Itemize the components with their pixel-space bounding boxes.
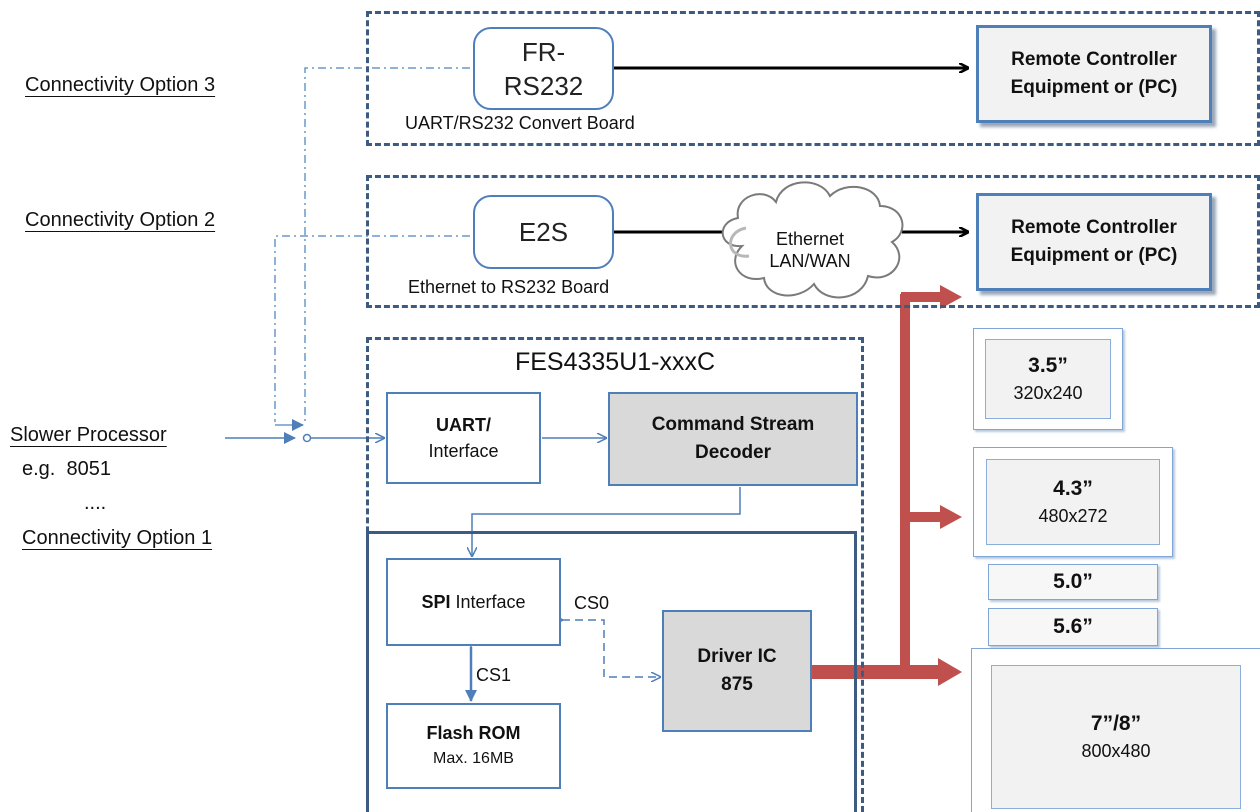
screen-3-5-res: 320x240 [1013, 383, 1083, 403]
connectivity-option-1-label: Connectivity Option 1 [22, 527, 213, 549]
driver-line2: 875 [721, 674, 753, 695]
cloud-text: Ethernet LAN/WAN [752, 228, 868, 272]
screen-5-6-panel: 5.6” [989, 609, 1157, 645]
uart-label-rest: Interface [428, 441, 499, 461]
decoder-line1: Command Stream [651, 414, 815, 435]
screen-5-0-panel: 5.0” [989, 565, 1157, 599]
e2s-board: E2S [473, 195, 614, 269]
driver-line1: Driver IC [697, 646, 777, 667]
cs0-link [562, 620, 660, 677]
screen-7-8-size: 7”/8” [1090, 712, 1142, 735]
driver-ic-box: Driver IC 875 [662, 610, 812, 732]
remote-2-line2: Equipment or (PC) [1010, 245, 1178, 266]
screen-3-5: 3.5” 320x240 [973, 328, 1123, 430]
cloud-line2: LAN/WAN [769, 251, 851, 271]
screen-5-6: 5.6” [988, 608, 1158, 646]
screen-7-8-res: 800x480 [1081, 741, 1151, 761]
fr-rs232-caption: UART/RS232 Convert Board [405, 113, 635, 133]
fr-rs232-line2: RS232 [503, 70, 584, 101]
ethernet-cloud-icon [721, 181, 904, 299]
option2-link [274, 235, 470, 422]
option3-link [304, 67, 470, 422]
screen-4-3: 4.3” 480x272 [973, 447, 1173, 557]
screen-4-3-res: 480x272 [1038, 506, 1108, 526]
screen-7-8-panel: 7”/8” 800x480 [991, 665, 1241, 809]
junction-dot [302, 433, 312, 443]
module-title: FES4335U1-xxxC [514, 348, 716, 376]
processor-example-label: e.g. 8051 [22, 458, 111, 480]
flash-rom-box: Flash ROM Max. 16MB [386, 703, 561, 789]
flash-label-bold: Flash ROM [426, 723, 521, 743]
connectivity-option-3-label: Connectivity Option 3 [25, 74, 216, 96]
display-bus-arrows [812, 285, 962, 686]
spi-label-bold: SPI [421, 592, 451, 612]
remote-controller-1: Remote Controller Equipment or (PC) [976, 25, 1212, 123]
fr-rs232-board: FR- RS232 [473, 27, 614, 110]
e2s-caption: Ethernet to RS232 Board [408, 277, 610, 297]
screen-4-3-size: 4.3” [1053, 477, 1093, 500]
decoder-line2: Decoder [694, 442, 772, 463]
spi-label-rest: Interface [450, 592, 526, 612]
remote-1-line1: Remote Controller [1011, 49, 1177, 70]
screen-5-0: 5.0” [988, 564, 1158, 600]
screen-3-5-size: 3.5” [1028, 354, 1068, 377]
connectivity-option-2-label: Connectivity Option 2 [25, 209, 216, 231]
screen-3-5-panel: 3.5” 320x240 [985, 339, 1111, 419]
screen-5-0-size: 5.0” [1053, 570, 1093, 593]
remote-1-line2: Equipment or (PC) [1010, 77, 1178, 98]
remote-2-line1: Remote Controller [1011, 217, 1177, 238]
spi-interface-box: SPI Interface [386, 558, 561, 646]
option3-group [366, 11, 1260, 146]
cs0-label: CS0 [574, 593, 610, 613]
uart-label-bold: UART/ [436, 415, 491, 435]
remote-controller-2: Remote Controller Equipment or (PC) [976, 193, 1212, 291]
cs1-label: CS1 [476, 665, 512, 685]
cloud-line1: Ethernet [775, 229, 845, 249]
screen-4-3-panel: 4.3” 480x272 [986, 459, 1160, 545]
flash-label-rest: Max. 16MB [433, 750, 514, 767]
command-stream-decoder-box: Command Stream Decoder [608, 392, 858, 486]
option2-group [366, 175, 1260, 308]
e2s-label: E2S [518, 217, 569, 247]
processor-ellipsis-label: .... [84, 492, 107, 514]
screen-5-6-size: 5.6” [1053, 615, 1093, 638]
controller-frame [366, 531, 857, 812]
uart-interface-box: UART/ Interface [386, 392, 541, 484]
fr-rs232-line1: FR- [521, 36, 566, 67]
screen-7-8: 7”/8” 800x480 [971, 648, 1260, 812]
decoder-to-spi-arrow [472, 487, 741, 556]
slower-processor-label: Slower Processor [10, 424, 167, 446]
